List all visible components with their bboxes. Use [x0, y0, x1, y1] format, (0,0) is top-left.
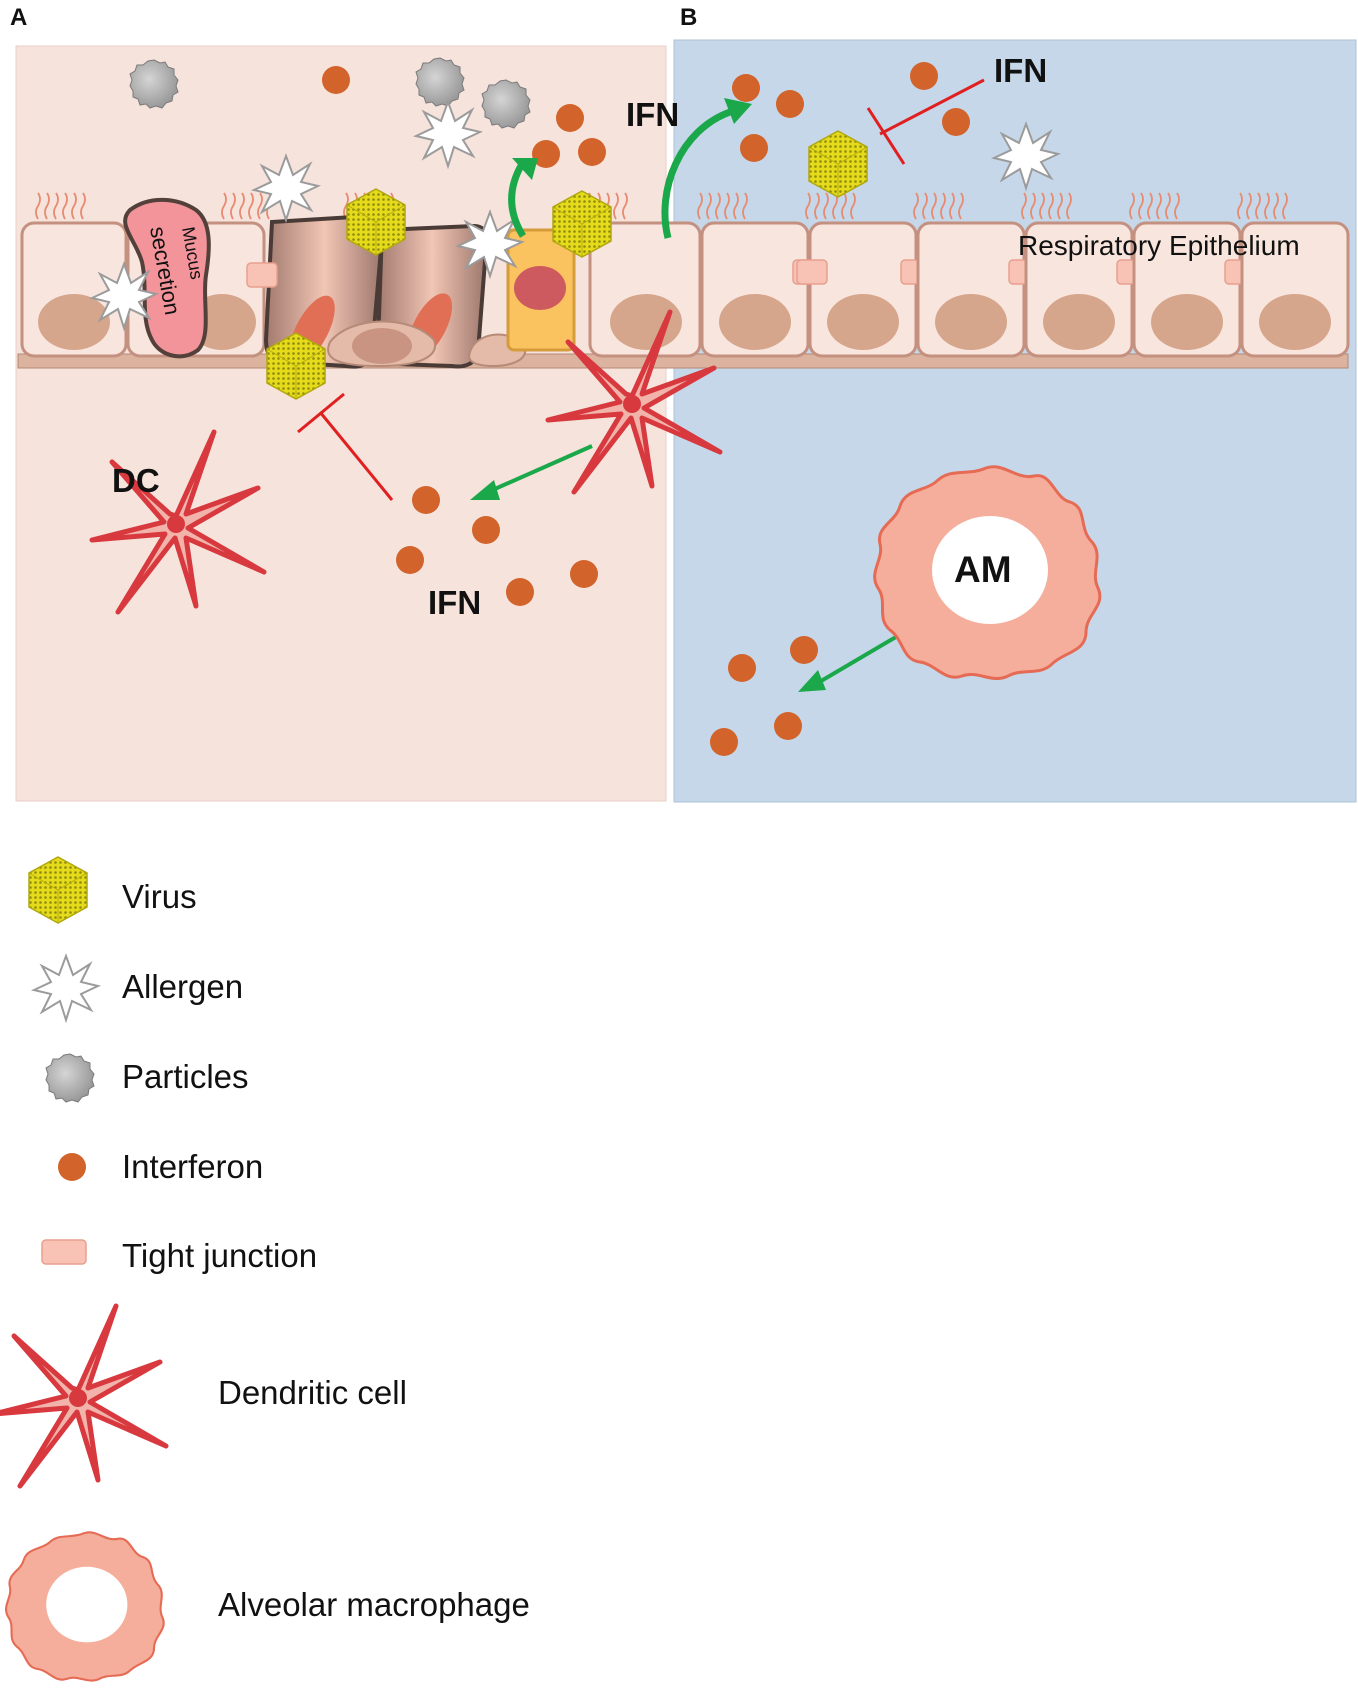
legend-interferon-label: Interferon — [122, 1148, 263, 1185]
activation-arrow — [487, 444, 593, 494]
arrowhead — [470, 480, 500, 500]
legend-particles-label: Particles — [122, 1058, 249, 1095]
interferon — [732, 74, 760, 102]
interferon — [556, 104, 584, 132]
panel-b-epithelium — [700, 221, 1350, 358]
panel-b-label: B — [680, 4, 697, 31]
interferon — [910, 62, 938, 90]
inhibition-line — [879, 78, 985, 136]
legend-alveolar-macrophage-label: Alveolar macrophage — [218, 1586, 530, 1623]
interferon — [412, 486, 440, 514]
legend-allergen-label: Allergen — [122, 968, 243, 1005]
legend: Virus Allergen Particles Interferon Tigh… — [0, 856, 530, 1682]
cell-nucleus — [1043, 294, 1115, 350]
tight-junction — [246, 262, 278, 288]
am-label: AM — [954, 549, 1012, 590]
arrowhead — [724, 98, 752, 124]
inhibition-cap — [297, 392, 345, 434]
dendritic-cell-icon — [0, 1306, 166, 1486]
cell-nucleus — [935, 294, 1007, 350]
respiratory-epithelium-label: Respiratory Epithelium — [1018, 230, 1300, 261]
interferon — [322, 66, 350, 94]
ifn-label: IFN — [428, 584, 481, 621]
legend-tight-junction-label: Tight junction — [122, 1237, 317, 1274]
cell-nucleus — [719, 294, 791, 350]
interferon — [790, 636, 818, 664]
panel-a-background — [15, 45, 667, 802]
ifn-label: IFN — [626, 96, 679, 133]
panel-a-epithelium: Mucus secretion — [20, 197, 702, 369]
inhibition-line — [318, 411, 394, 501]
tight-junction-icon — [41, 1239, 87, 1265]
interferon — [710, 728, 738, 756]
cell-nucleus — [827, 294, 899, 350]
cell-nucleus — [610, 294, 682, 350]
cell-nucleus — [1151, 294, 1223, 350]
cell-nucleus — [514, 266, 566, 310]
dc-label: DC — [112, 462, 160, 499]
cell-nucleus — [352, 328, 412, 364]
legend-dendritic-cell-label: Dendritic cell — [218, 1374, 407, 1411]
cell-nucleus — [1259, 294, 1331, 350]
arrowhead — [512, 158, 538, 180]
alveolar-macrophage-icon — [5, 1531, 165, 1682]
inhibition-cap — [866, 107, 906, 165]
interferon — [570, 560, 598, 588]
activation-arrow — [508, 162, 527, 238]
arrowhead — [798, 670, 826, 692]
inhibition-lines — [297, 78, 985, 501]
particle-icon — [45, 1053, 95, 1103]
interferon — [728, 654, 756, 682]
tight-junction — [796, 259, 828, 285]
cell-nucleus — [38, 294, 110, 350]
interferon — [472, 516, 500, 544]
panel-a-label: A — [10, 4, 27, 31]
interferon — [942, 108, 970, 136]
ifn-label: IFN — [994, 52, 1047, 89]
interferon-icon — [58, 1153, 86, 1181]
interferon — [776, 90, 804, 118]
interferon — [774, 712, 802, 740]
virus-icon — [28, 856, 88, 924]
interferon — [740, 134, 768, 162]
allergen-icon — [33, 955, 99, 1021]
interferon — [506, 578, 534, 606]
activation-arrow — [661, 108, 732, 239]
interferon — [578, 138, 606, 166]
legend-virus-label: Virus — [122, 878, 197, 915]
interferon — [396, 546, 424, 574]
